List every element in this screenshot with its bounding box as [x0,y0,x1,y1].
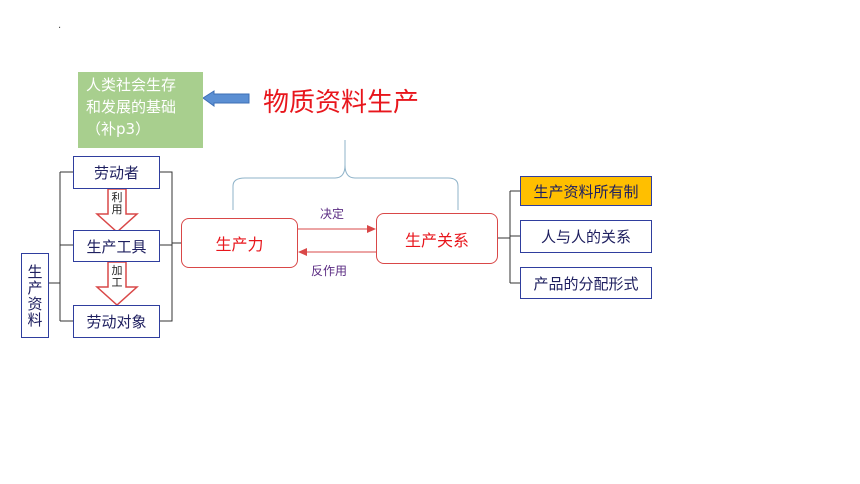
relations-of-production-box: 生产关系 [376,213,498,264]
right-bracket [498,190,520,284]
process-down-arrow-icon [95,261,139,307]
basis-line-1: 人类社会生存 [86,76,177,94]
reacts-arrow-icon [298,248,307,256]
process-label-top: 加 [111,264,123,277]
use-label-bottom: 用 [111,203,123,216]
objects-box: 劳动对象 [73,305,160,338]
decides-arrow-icon [367,225,376,233]
brace-icon [232,140,459,210]
left-bracket [49,171,73,322]
basis-box: 人类社会生存 和发展的基础 （补p3） [78,72,203,148]
left-arrow-icon [202,90,250,107]
basis-line-2: 和发展的基础 [86,98,177,116]
middle-bracket [160,171,181,322]
use-label: 利 用 [108,192,126,216]
tools-box: 生产工具 [73,230,160,262]
interpersonal-relations-box: 人与人的关系 [520,220,652,253]
process-label: 加 工 [108,265,126,289]
decides-label: 决定 [320,207,345,221]
distribution-box: 产品的分配形式 [520,267,652,299]
use-down-arrow-icon [95,188,139,234]
laborer-box: 劳动者 [73,156,160,189]
productive-forces-box: 生产力 [181,218,298,268]
ownership-box: 生产资料所有制 [520,176,652,206]
means-of-production-box: 生产资料 [21,253,49,338]
use-label-top: 利 [111,191,123,204]
reacts-label: 反作用 [311,264,348,278]
process-label-bottom: 工 [111,276,123,289]
basis-line-3: （补p3） [86,120,151,138]
main-title: 物质资料生产 [263,88,420,118]
stray-dot: . [58,20,62,31]
